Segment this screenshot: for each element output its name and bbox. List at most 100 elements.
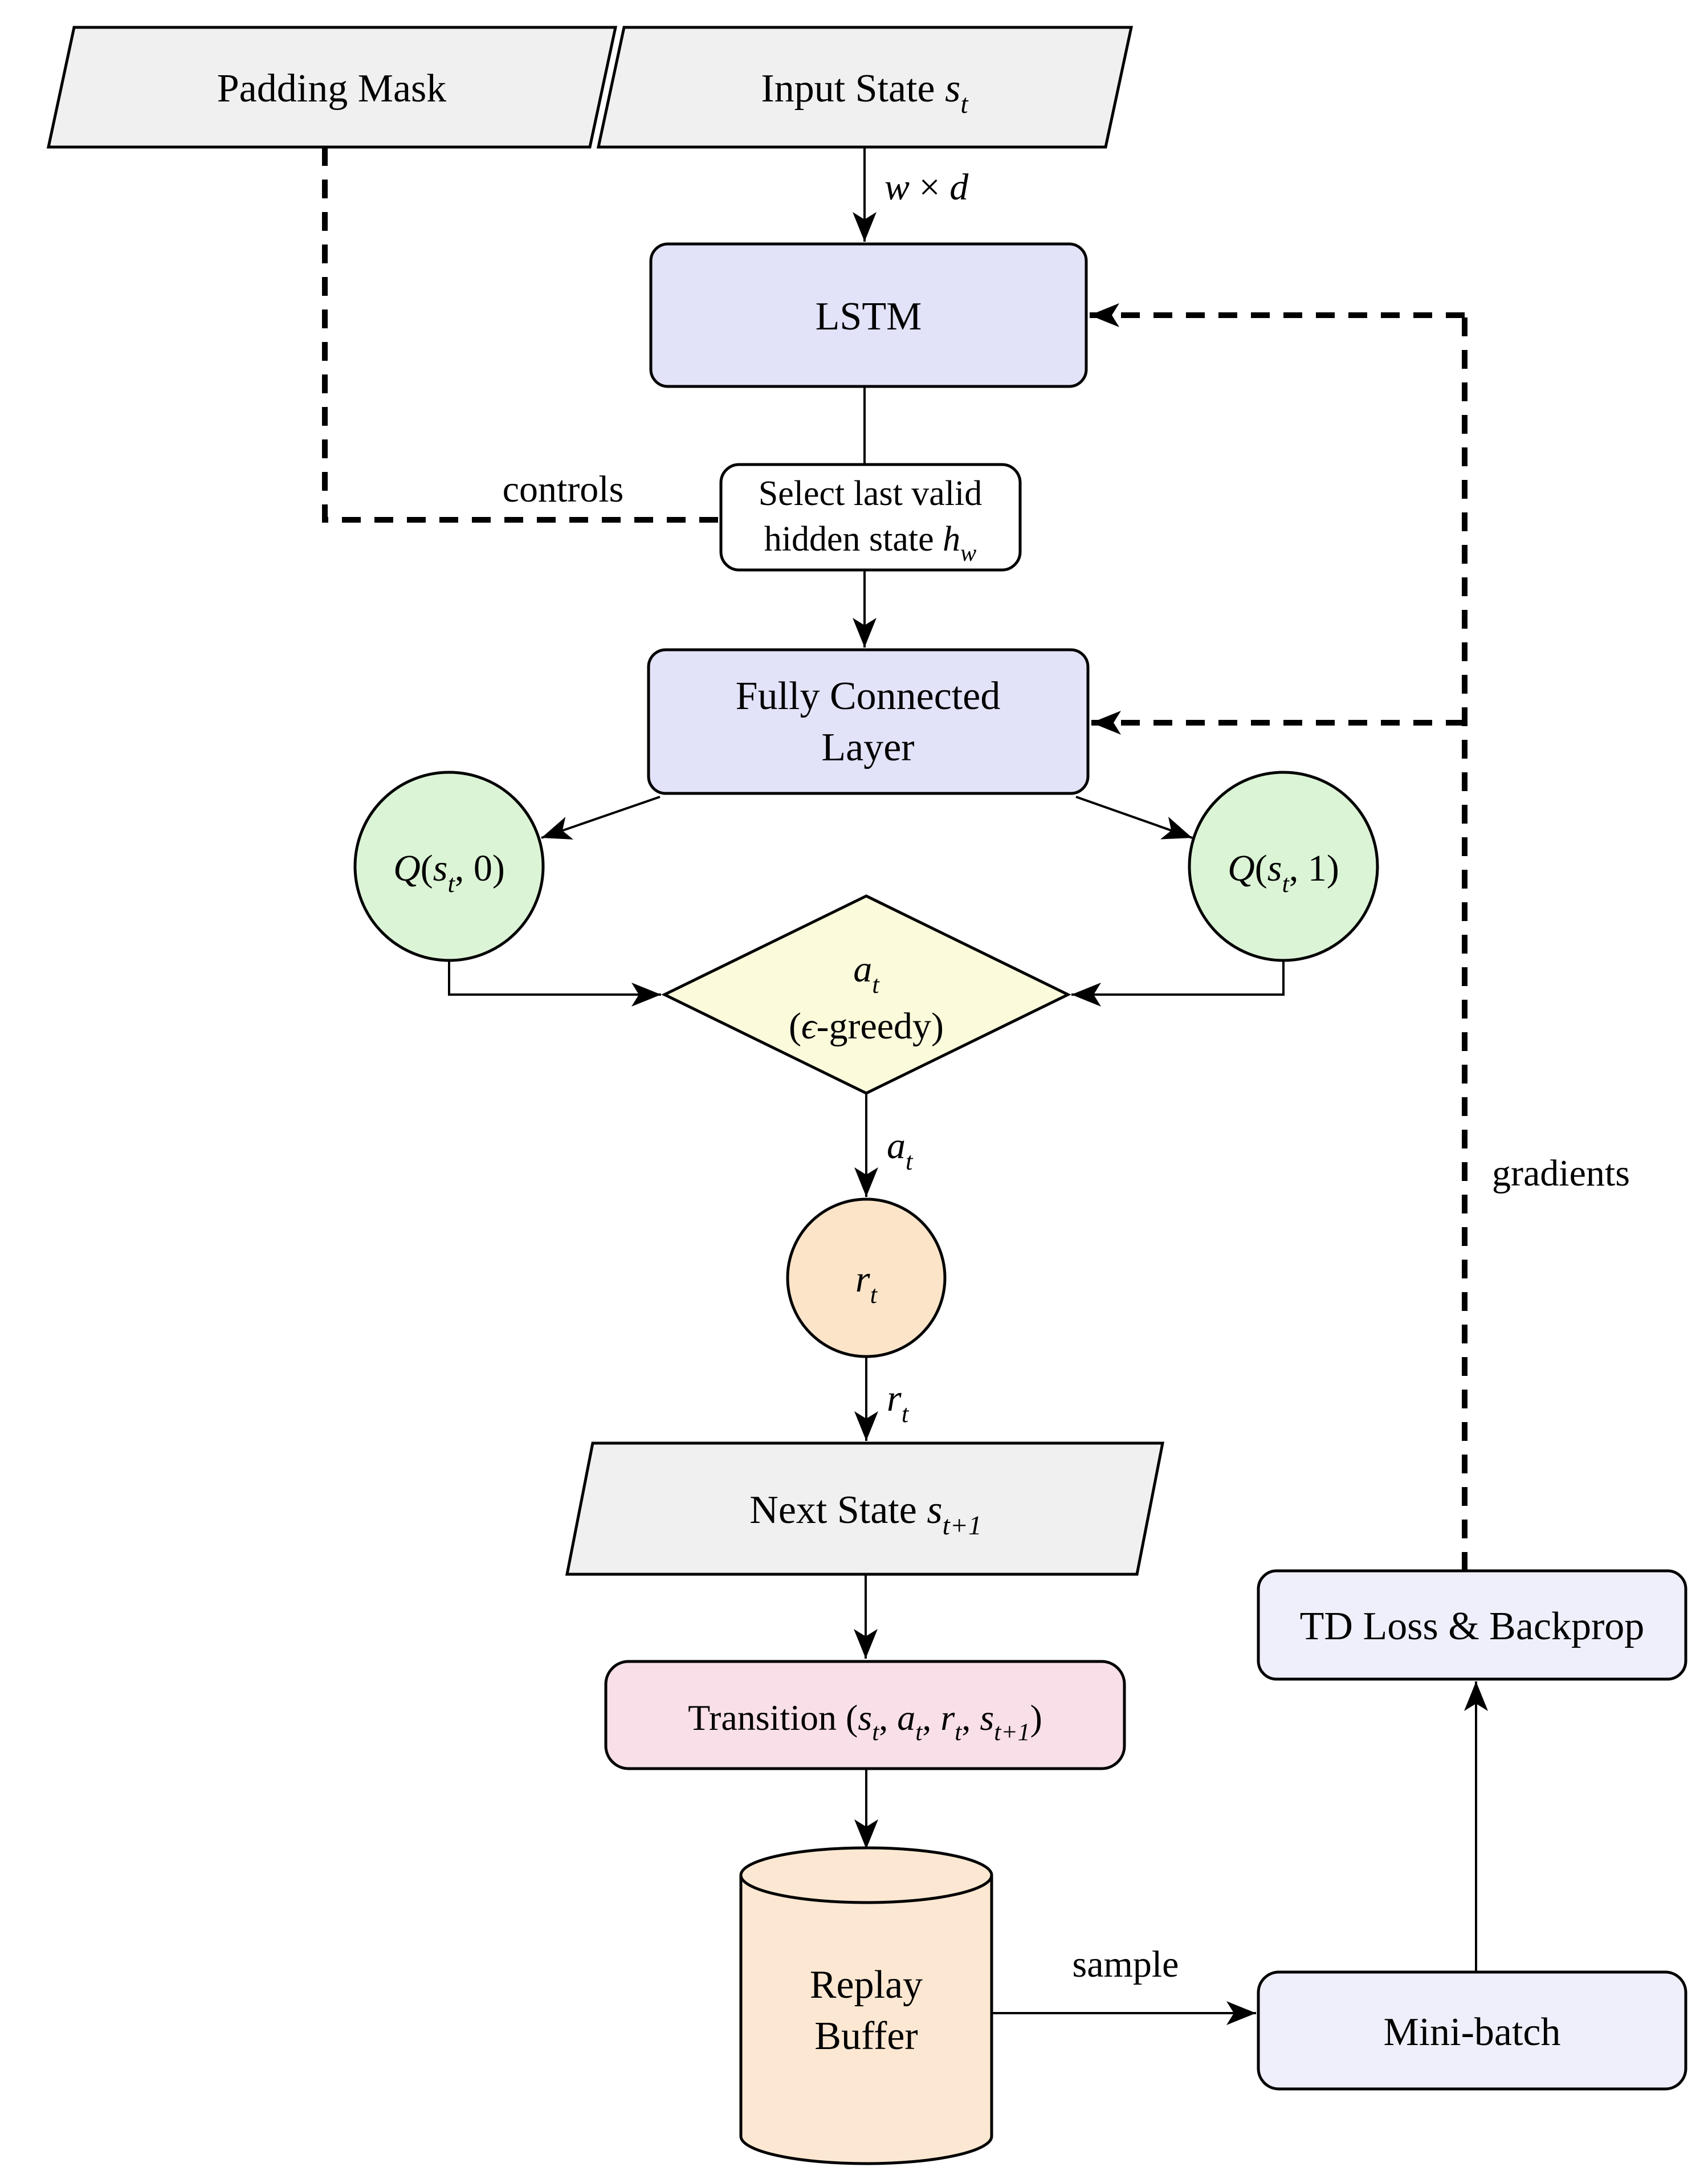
text-run: r xyxy=(940,1697,955,1738)
text-run: Input State xyxy=(761,67,945,111)
replay-buffer-line1: Replay xyxy=(810,1963,923,2007)
q0-label: Q(st, 0) xyxy=(393,848,505,898)
text-run: Q xyxy=(393,848,421,889)
text-run: r xyxy=(855,1258,870,1300)
select-hidden-state-shape xyxy=(719,463,1022,572)
edge-label-gradients: gradients xyxy=(1492,1152,1630,1194)
text-run: s xyxy=(433,848,448,889)
text-run: ϵ xyxy=(801,1005,818,1047)
edge-label-rt: rt xyxy=(887,1378,910,1428)
mini-batch-label: Mini-batch xyxy=(1383,2010,1560,2054)
text-run: TD Loss & Backprop xyxy=(1300,1604,1645,1648)
text-run: s xyxy=(945,67,960,111)
replay-buffer-body xyxy=(741,1848,992,2164)
text-run: s xyxy=(1267,848,1282,889)
next-state-shape xyxy=(565,1441,1165,1576)
edge-q0-to-decision xyxy=(448,960,661,1007)
text-run: hidden state xyxy=(764,520,943,559)
node-q1: Q(st, 1) xyxy=(1188,771,1379,962)
next-state-label: Next State st+1 xyxy=(749,1488,981,1541)
edge-label-sample: sample xyxy=(1073,1944,1179,1985)
transition-shape xyxy=(604,1660,1126,1770)
node-replay-buffer: Replay Buffer xyxy=(739,1846,993,2165)
text-run: Q xyxy=(1228,848,1255,889)
text-run: h xyxy=(943,520,960,559)
text-run: s xyxy=(980,1697,994,1738)
text-run: s xyxy=(927,1488,942,1532)
padding-mask-shape xyxy=(46,26,618,149)
text-run: , 1) xyxy=(1289,848,1339,889)
node-lstm: LSTM xyxy=(649,242,1088,388)
node-q0: Q(st, 0) xyxy=(353,771,545,962)
q0-shape xyxy=(353,771,545,962)
fully-connected-line1: Fully Connected xyxy=(736,674,1001,718)
text-run: t xyxy=(960,89,969,119)
text-run: t xyxy=(870,1280,878,1309)
reward-shape xyxy=(786,1198,947,1358)
node-td-loss: TD Loss & Backprop xyxy=(1257,1569,1687,1681)
edge-padding-mask-controls xyxy=(322,147,719,523)
node-padding-mask: Padding Mask xyxy=(46,26,618,149)
lstm-shape xyxy=(649,242,1088,388)
reward-label: rt xyxy=(855,1258,878,1309)
edge-label-w-x-d: w × d xyxy=(884,166,969,208)
text-run: controls xyxy=(503,469,624,510)
text-run: a xyxy=(887,1125,906,1167)
node-mini-batch: Mini-batch xyxy=(1257,1970,1687,2091)
fully-connected-line2: Layer xyxy=(821,726,914,769)
node-decision-egreedy: at (ϵ-greedy) xyxy=(661,894,1071,1095)
text-run: ( xyxy=(789,1005,801,1047)
text-run: Select last valid xyxy=(759,474,983,513)
text-run: w xyxy=(960,540,976,567)
node-select-hidden-state: Select last valid hidden state hw xyxy=(719,463,1022,572)
text-run: sample xyxy=(1073,1944,1179,1985)
node-fully-connected: Fully Connected Layer xyxy=(647,648,1090,795)
text-run: d xyxy=(949,166,969,208)
edge-q1-to-decision xyxy=(1071,960,1285,1007)
edge-fc-to-q0 xyxy=(541,796,661,840)
transition-label: Transition (st, at, rt, st+1) xyxy=(688,1697,1042,1746)
text-run: t xyxy=(872,1718,879,1746)
td-loss-label: TD Loss & Backprop xyxy=(1300,1604,1645,1648)
text-run: Layer xyxy=(821,726,914,769)
text-run: a xyxy=(853,948,872,990)
edge-label-at: at xyxy=(887,1125,914,1175)
edge-fc-to-q1 xyxy=(1075,796,1193,840)
text-run: Replay xyxy=(810,1963,923,2007)
text-run: t xyxy=(447,869,455,898)
node-next-state: Next State st+1 xyxy=(565,1441,1165,1576)
node-input-state: Input State st xyxy=(596,26,1134,149)
decision-line2: (ϵ-greedy) xyxy=(789,1005,944,1047)
text-run: t xyxy=(915,1718,923,1746)
text-run: Mini-batch xyxy=(1383,2010,1560,2054)
select-hidden-state-line2: hidden state hw xyxy=(764,520,977,567)
text-run: t xyxy=(906,1147,914,1175)
decision-shape xyxy=(661,894,1071,1095)
text-run: Transition ( xyxy=(688,1697,858,1738)
text-run: , 0) xyxy=(455,848,505,889)
text-run: ( xyxy=(421,848,433,889)
text-run: , xyxy=(879,1697,897,1738)
decision-line1: at xyxy=(853,948,880,999)
text-run: t xyxy=(1282,869,1290,898)
q1-shape xyxy=(1188,771,1379,962)
text-run: × xyxy=(910,166,949,208)
text-run: , xyxy=(961,1697,980,1738)
text-run: t+1 xyxy=(943,1511,982,1541)
fully-connected-shape xyxy=(647,648,1090,795)
text-run: Buffer xyxy=(814,2014,918,2058)
text-run: w xyxy=(884,166,910,208)
input-state-label: Input State st xyxy=(761,67,969,119)
node-reward: rt xyxy=(786,1198,947,1358)
td-loss-shape xyxy=(1257,1569,1687,1681)
replay-buffer-outline xyxy=(739,1875,993,2165)
text-run: Padding Mask xyxy=(217,67,447,111)
padding-mask-label: Padding Mask xyxy=(217,67,447,111)
text-run: t xyxy=(872,970,880,999)
text-run: ) xyxy=(1030,1697,1042,1738)
text-run: gradients xyxy=(1492,1152,1630,1194)
text-run: t+1 xyxy=(994,1718,1030,1746)
select-hidden-state-line1: Select last valid xyxy=(759,474,983,513)
text-run: , xyxy=(922,1697,940,1738)
